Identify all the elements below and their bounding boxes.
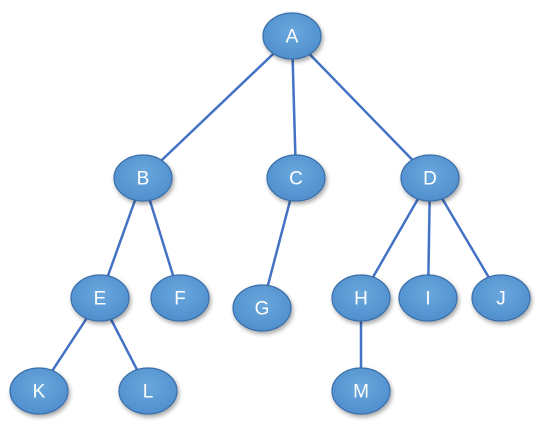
node-d-shape (400, 154, 460, 202)
node-k-label: K (33, 382, 46, 403)
node-c: C (266, 154, 326, 202)
node-f-shape (150, 274, 210, 322)
node-l-shape (118, 367, 178, 415)
node-c-shape (266, 154, 326, 202)
edge-a-d (290, 34, 432, 180)
edges-layer (37, 34, 503, 393)
node-k-shape (9, 367, 69, 415)
node-l: L (118, 367, 178, 415)
node-d-label: D (423, 169, 437, 190)
node-a-label: A (286, 27, 299, 48)
node-g-shape (232, 284, 292, 332)
node-m-label: M (353, 382, 369, 403)
node-i-shape (398, 274, 458, 322)
node-m: M (331, 367, 391, 415)
node-i: I (398, 274, 458, 322)
node-i-label: I (425, 289, 430, 310)
node-d: D (400, 154, 460, 202)
edge-a-c (290, 34, 298, 180)
node-f: F (150, 274, 210, 322)
node-m-shape (331, 367, 391, 415)
node-j-label: J (496, 289, 506, 310)
node-j: J (471, 274, 531, 322)
node-b: B (113, 154, 173, 202)
node-e-shape (70, 274, 130, 322)
node-b-label: B (137, 169, 150, 190)
node-a: A (262, 12, 322, 60)
node-k: K (9, 367, 69, 415)
node-e-label: E (94, 289, 107, 310)
node-f-label: F (174, 289, 186, 310)
node-c-label: C (289, 169, 303, 190)
node-h-shape (331, 274, 391, 322)
node-e: E (70, 274, 130, 322)
node-g-label: G (255, 299, 270, 320)
node-l-label: L (143, 382, 154, 403)
node-h-label: H (354, 289, 368, 310)
node-a-shape (262, 12, 322, 60)
node-j-shape (471, 274, 531, 322)
node-h: H (331, 274, 391, 322)
nodes-layer: A B C D E F G H I J K L M (9, 12, 531, 415)
node-g: G (232, 284, 292, 332)
node-b-shape (113, 154, 173, 202)
edge-a-b (141, 34, 294, 180)
